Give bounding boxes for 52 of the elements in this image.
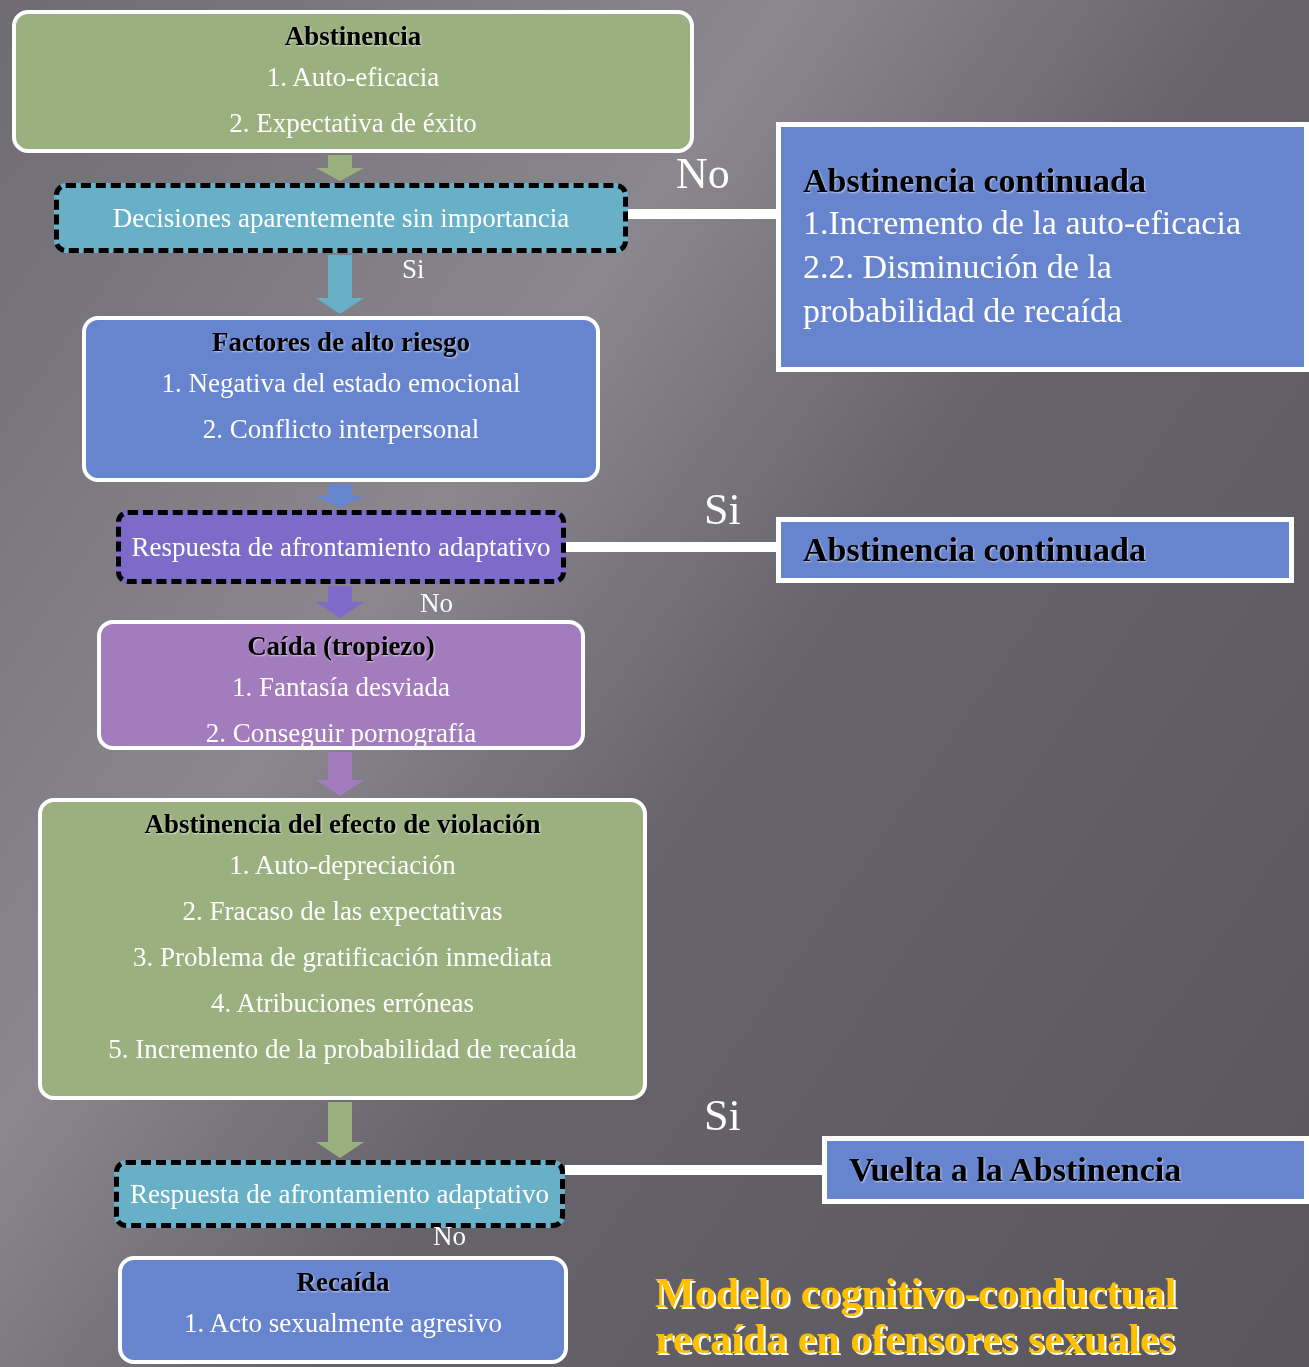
block-arrow bbox=[316, 155, 364, 181]
decision-box bbox=[114, 1160, 565, 1228]
list-item: 1. Negativa del estado emocional bbox=[161, 367, 521, 400]
box-heading: Caída (tropiezo) bbox=[247, 630, 435, 663]
branch-label: No bbox=[433, 1223, 466, 1250]
list-item: 2.2. Disminución de la probabilidad de recaída bbox=[803, 247, 1124, 331]
box-heading: Abstinencia continuada bbox=[803, 161, 1146, 201]
connector-line bbox=[566, 542, 776, 552]
list-item: 2. Conseguir pornografía bbox=[205, 717, 477, 750]
block-arrow bbox=[316, 484, 364, 508]
block-arrow bbox=[316, 1102, 364, 1158]
list-item: 2. Expectativa de éxito bbox=[229, 107, 477, 140]
list-item: 1. Acto sexualmente agresivo bbox=[184, 1307, 502, 1340]
block-arrow bbox=[316, 255, 364, 314]
process-box bbox=[82, 316, 600, 482]
box-heading: Vuelta a la Abstinencia bbox=[849, 1150, 1182, 1190]
box-text: Respuesta de afrontamiento adaptativo bbox=[131, 530, 551, 564]
box-text: Decisiones aparentemente sin importancia bbox=[112, 201, 570, 235]
process-box bbox=[118, 1256, 568, 1364]
list-item: 5. Incremento de la probabilidad de recaída bbox=[108, 1033, 577, 1066]
decision-box bbox=[116, 510, 566, 584]
box-heading: Recaída bbox=[296, 1266, 390, 1299]
title: Modelo cognitivo-conductual recaída en ofensores sexuales bbox=[655, 1270, 1178, 1362]
process-box bbox=[12, 10, 694, 153]
edge-label: No bbox=[420, 590, 453, 617]
list-item: 1. Auto-eficacia bbox=[266, 61, 440, 94]
list-item: 2. Fracaso de las expectativas bbox=[182, 895, 503, 928]
edge-label: Si bbox=[704, 488, 741, 532]
list-item: 3. Problema de gratificación inmediata bbox=[132, 941, 553, 974]
decision-box bbox=[54, 183, 628, 253]
block-arrow bbox=[316, 752, 364, 796]
box-heading: Abstinencia bbox=[284, 20, 422, 53]
box-heading: Abstinencia del efecto de violación bbox=[144, 808, 541, 841]
edge-label: Si bbox=[704, 1094, 741, 1138]
edge-label: Si bbox=[402, 256, 425, 283]
list-item: 1. Auto-depreciación bbox=[229, 849, 456, 882]
box-text: Respuesta de afrontamiento adaptativo bbox=[129, 1177, 550, 1211]
process-box bbox=[97, 620, 585, 750]
list-item: 2. Conflicto interpersonal bbox=[202, 413, 480, 446]
list-item: 4. Atribuciones erróneas bbox=[210, 987, 475, 1020]
block-arrow bbox=[316, 586, 364, 618]
process-box bbox=[38, 798, 647, 1100]
process-box bbox=[776, 122, 1309, 372]
box-heading: Factores de alto riesgo bbox=[211, 326, 471, 359]
connector-line bbox=[628, 209, 776, 219]
edge-label: No bbox=[676, 152, 730, 196]
process-box bbox=[776, 517, 1294, 583]
box-heading: Abstinencia continuada bbox=[803, 530, 1146, 570]
list-item: 1. Fantasía desviada bbox=[231, 671, 451, 704]
list-item: 1.Incremento de la auto-eficacia bbox=[803, 203, 1241, 243]
process-box bbox=[822, 1136, 1309, 1204]
connector-line bbox=[565, 1165, 822, 1175]
